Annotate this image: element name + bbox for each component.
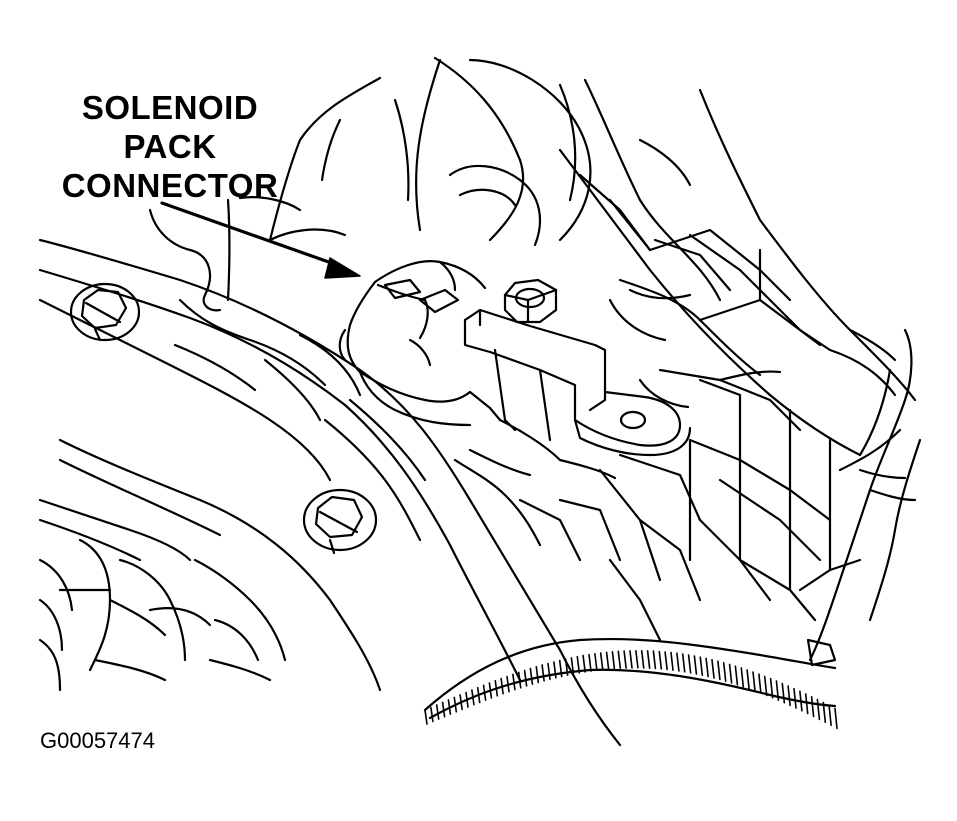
valve-body-ribs <box>455 150 900 640</box>
bolt-lower-icon <box>304 490 376 553</box>
callout-leader-arrow <box>162 203 360 278</box>
callout-label-line-1: SOLENOID <box>81 89 259 126</box>
right-housing <box>808 330 920 665</box>
wiring-harness <box>425 639 837 728</box>
lower-left-framework <box>40 500 285 690</box>
bracket-bolt-icon <box>505 280 556 322</box>
callout-label-line-3: CONNECTOR <box>61 167 279 204</box>
bolt-upper-left-icon <box>71 284 139 340</box>
solenoid-pack-connector <box>340 261 500 425</box>
retaining-bracket <box>465 310 690 455</box>
callout-label-line-2: PACK <box>123 128 217 165</box>
upper-housing <box>228 58 915 400</box>
figure-id: G00057474 <box>40 728 155 753</box>
